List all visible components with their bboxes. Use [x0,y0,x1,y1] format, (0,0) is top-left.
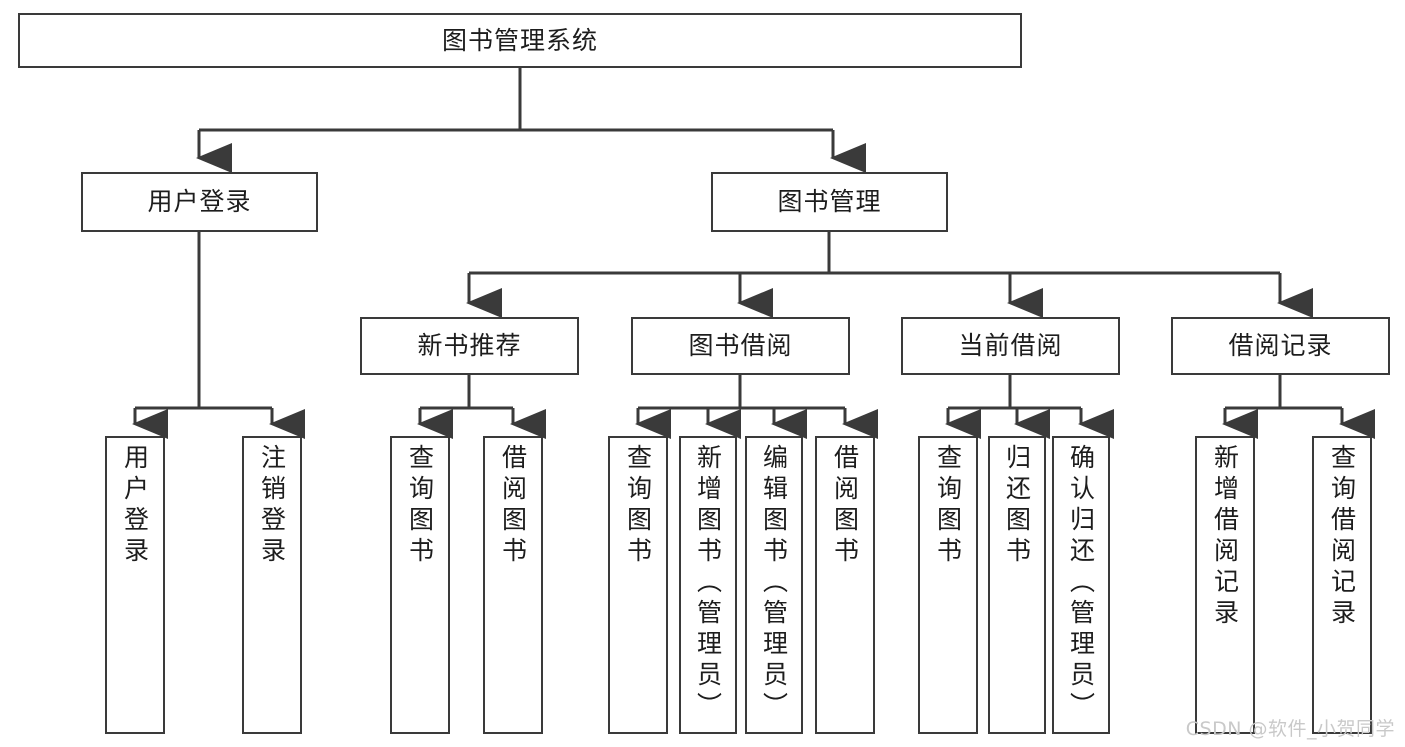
node-leaf-user-login[interactable]: 用户登录 [105,436,165,734]
node-borrow-record-label: 借阅记录 [1228,331,1333,361]
node-leaf-add-book-admin-label: 新增图书（管理员） [693,444,723,723]
node-book-manage-label: 图书管理 [777,187,882,217]
node-root-label: 图书管理系统 [441,25,598,55]
node-book-borrow[interactable]: 图书借阅 [631,317,850,375]
node-leaf-logout-label: 注销登录 [257,444,287,568]
node-leaf-query-book-cur-label: 查询图书 [933,444,963,568]
node-leaf-add-borrow-record-label: 新增借阅记录 [1210,444,1240,630]
node-user-login[interactable]: 用户登录 [81,172,318,232]
node-leaf-query-borrow-record-label: 查询借阅记录 [1327,444,1357,630]
watermark-text: CSDN @软件_小贺同学 [1185,718,1395,740]
node-leaf-query-book-cur[interactable]: 查询图书 [918,436,978,734]
node-leaf-query-book-rec-label: 查询图书 [405,444,435,568]
node-leaf-query-book-bor[interactable]: 查询图书 [608,436,668,734]
node-leaf-add-borrow-record[interactable]: 新增借阅记录 [1195,436,1255,734]
node-leaf-user-login-label: 用户登录 [120,444,150,568]
node-leaf-add-book-admin[interactable]: 新增图书（管理员） [679,436,737,734]
node-leaf-query-borrow-record[interactable]: 查询借阅记录 [1312,436,1372,734]
node-current-borrow[interactable]: 当前借阅 [901,317,1120,375]
node-user-login-label: 用户登录 [147,187,252,217]
node-book-manage[interactable]: 图书管理 [711,172,948,232]
node-root[interactable]: 图书管理系统 [18,13,1022,68]
node-leaf-borrow-book-bor[interactable]: 借阅图书 [815,436,875,734]
node-leaf-edit-book-admin[interactable]: 编辑图书（管理员） [745,436,803,734]
node-book-borrow-label: 图书借阅 [688,331,793,361]
node-leaf-edit-book-admin-label: 编辑图书（管理员） [759,444,789,723]
node-leaf-borrow-book-rec[interactable]: 借阅图书 [483,436,543,734]
node-leaf-borrow-book-rec-label: 借阅图书 [498,444,528,568]
node-new-book-rec-label: 新书推荐 [417,331,522,361]
node-leaf-borrow-book-bor-label: 借阅图书 [830,444,860,568]
node-leaf-query-book-bor-label: 查询图书 [623,444,653,568]
node-new-book-rec[interactable]: 新书推荐 [360,317,579,375]
node-leaf-logout[interactable]: 注销登录 [242,436,302,734]
node-leaf-return-book[interactable]: 归还图书 [988,436,1046,734]
node-leaf-confirm-return-admin-label: 确认归还（管理员） [1066,444,1096,723]
node-leaf-return-book-label: 归还图书 [1002,444,1032,568]
node-leaf-query-book-rec[interactable]: 查询图书 [390,436,450,734]
node-borrow-record[interactable]: 借阅记录 [1171,317,1390,375]
node-leaf-confirm-return-admin[interactable]: 确认归还（管理员） [1052,436,1110,734]
node-current-borrow-label: 当前借阅 [958,331,1063,361]
